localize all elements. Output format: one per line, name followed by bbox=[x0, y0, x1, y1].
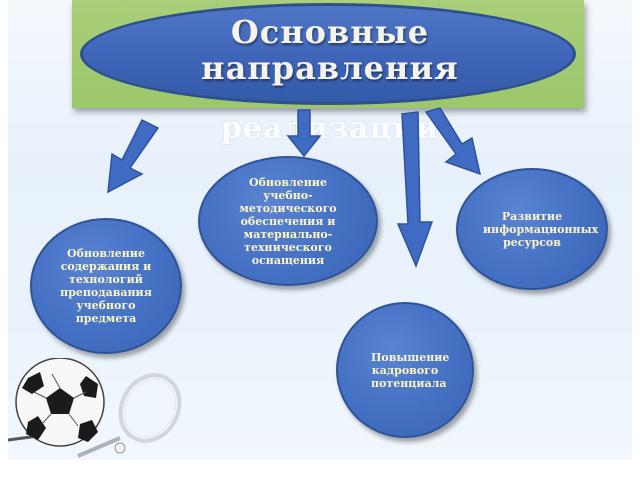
arrow-to-center-node bbox=[286, 109, 322, 158]
sports-ball-racket-icon bbox=[8, 358, 182, 458]
arrow-to-right-node bbox=[424, 107, 482, 176]
node-left: Обновление содержания и технологий препо… bbox=[30, 218, 182, 354]
title-line-1: Основные bbox=[230, 13, 430, 51]
title-ellipse bbox=[80, 3, 576, 105]
node-right-text: Развитие информационных ресурсов bbox=[483, 209, 599, 249]
node-bottom-text: Повышение кадрового потенциала bbox=[371, 350, 450, 390]
arrow-to-bottom-node bbox=[396, 111, 434, 269]
arrow-to-left-node bbox=[107, 118, 160, 194]
node-center-top-text: Обновление учебно-методического обеспече… bbox=[239, 175, 337, 267]
node-right: Развитие информационных ресурсов bbox=[456, 168, 608, 290]
node-bottom: Повышение кадрового потенциала bbox=[336, 302, 474, 438]
node-left-text: Обновление содержания и технологий препо… bbox=[60, 247, 152, 325]
title-line-2: направления bbox=[201, 49, 459, 87]
node-center-top: Обновление учебно-методического обеспече… bbox=[198, 156, 378, 286]
title: Основные направления bbox=[160, 14, 500, 86]
